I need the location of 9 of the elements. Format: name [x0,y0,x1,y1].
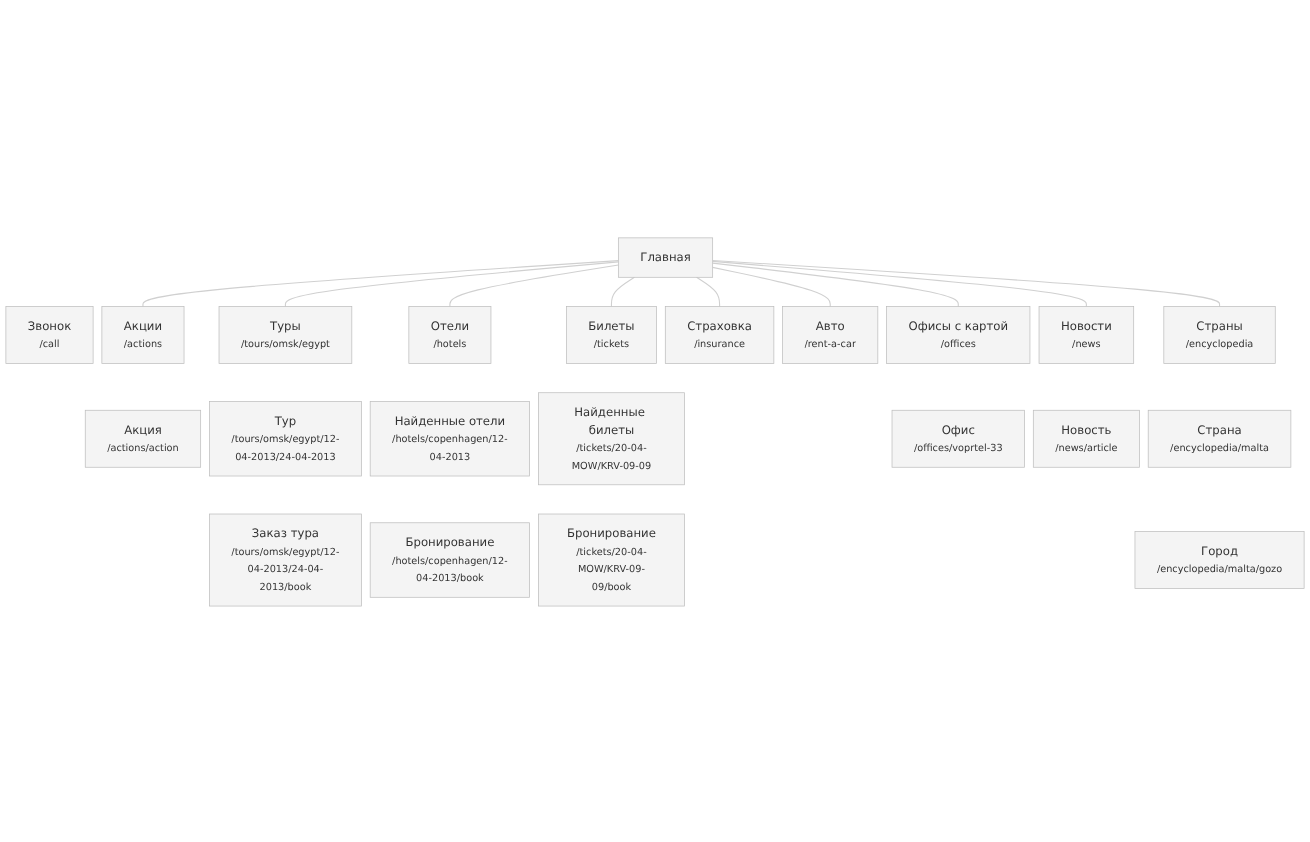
connector [610,275,635,307]
connector [449,263,619,307]
connector [142,259,619,307]
connector [712,265,831,307]
connector [712,261,959,307]
connector [284,260,619,307]
connector [712,259,1087,307]
connector [712,258,1221,307]
connector [696,275,721,307]
